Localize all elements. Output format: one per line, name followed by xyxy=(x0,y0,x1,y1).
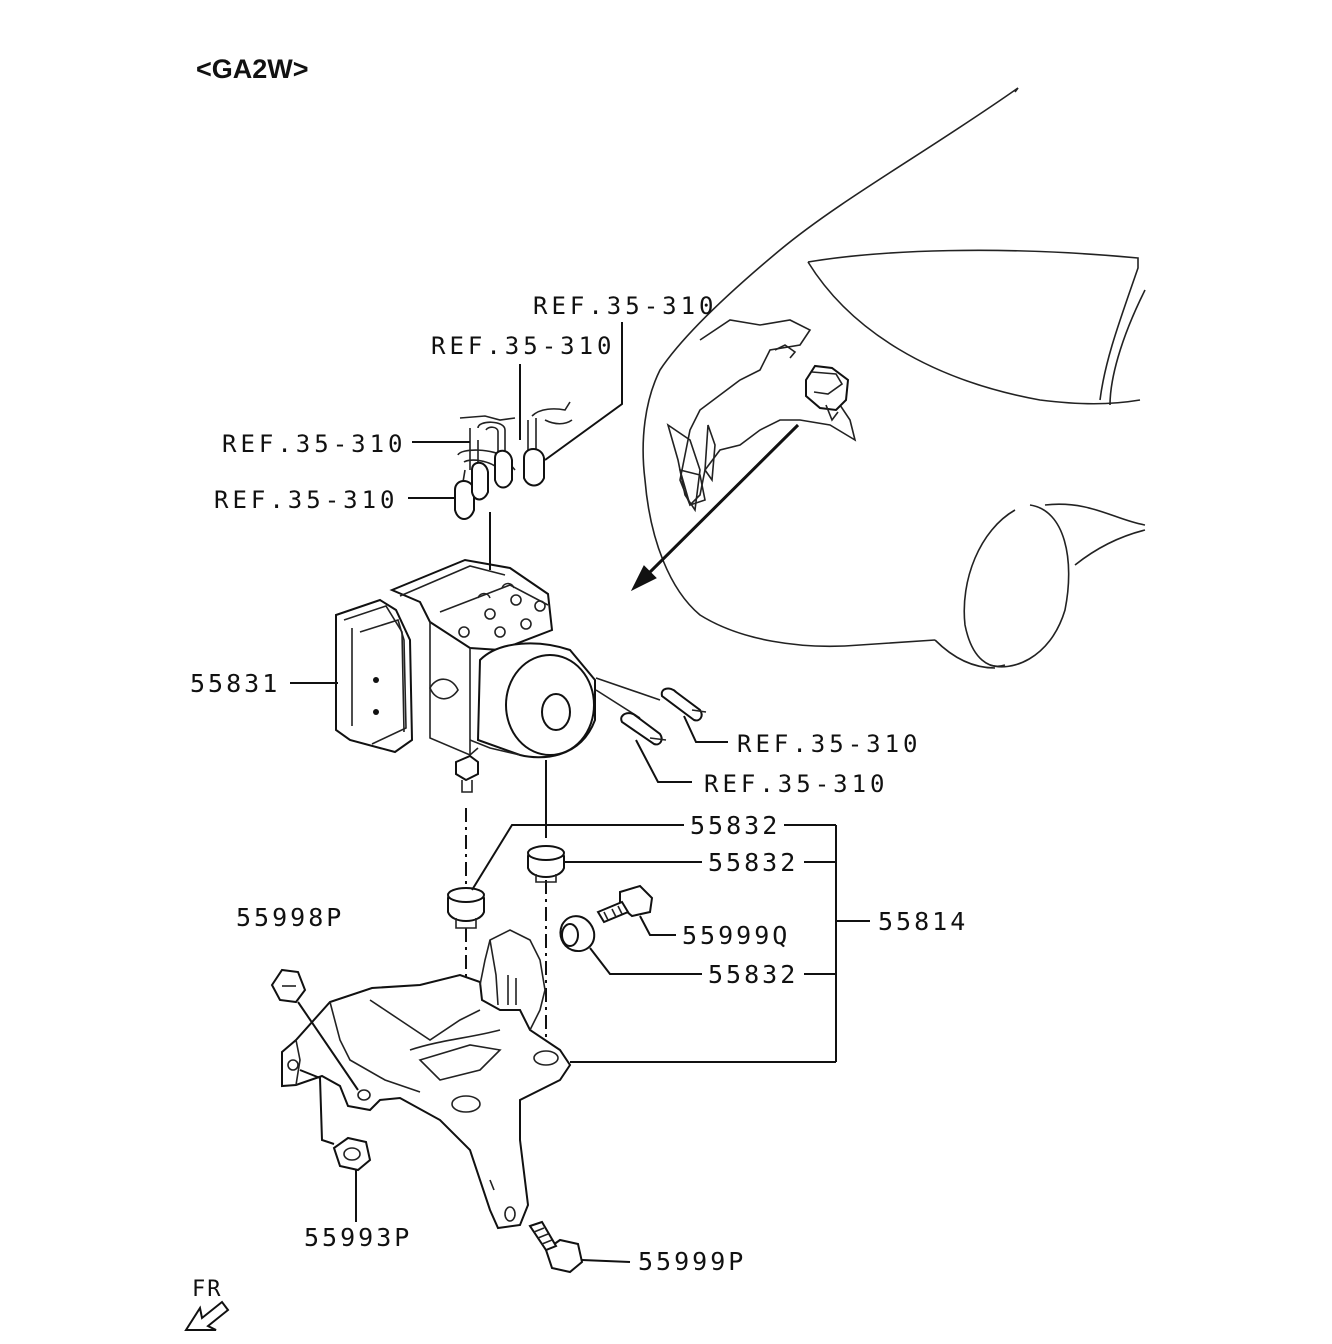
part-label-55832-c: 55832 xyxy=(708,960,798,989)
brake-pipe-fittings-right xyxy=(595,677,707,746)
brake-pipe-fittings-upper xyxy=(454,401,573,520)
front-label: FR xyxy=(192,1277,223,1302)
ref-label-4: REF.35-310 xyxy=(214,486,399,514)
bolt-55999p xyxy=(528,1220,584,1274)
part-label-55999q: 55999Q xyxy=(682,921,790,950)
nut-55993p xyxy=(332,1136,372,1172)
part-label-55831: 55831 xyxy=(190,669,280,698)
part-label-55832-b: 55832 xyxy=(708,848,798,877)
front-direction-marker: FR xyxy=(184,1277,230,1331)
nut-55998p xyxy=(270,968,307,1004)
abs-hydraulic-unit xyxy=(335,558,596,793)
ref-label-1: REF.35-310 xyxy=(533,292,718,320)
abs-bracket xyxy=(281,929,572,1230)
ref-label-2: REF.35-310 xyxy=(431,332,616,360)
vehicle-outline xyxy=(630,87,1146,669)
part-label-55999p: 55999P xyxy=(638,1247,746,1276)
front-arrow-icon xyxy=(184,1300,230,1331)
part-label-55998p: 55998P xyxy=(236,903,344,932)
grommet-c xyxy=(559,915,596,952)
ref-label-3: REF.35-310 xyxy=(222,430,407,458)
ref-label-5: REF.35-310 xyxy=(737,730,922,758)
grommet-b xyxy=(527,845,565,883)
part-label-55814: 55814 xyxy=(878,907,968,936)
part-label-55993p: 55993P xyxy=(304,1223,412,1252)
grommet-a xyxy=(447,887,485,929)
model-title: <GA2W> xyxy=(196,54,309,84)
bolt-55999q xyxy=(596,884,654,924)
ref-label-6: REF.35-310 xyxy=(704,770,889,798)
leader-lines xyxy=(290,322,870,1063)
part-label-55832-a: 55832 xyxy=(690,811,780,840)
